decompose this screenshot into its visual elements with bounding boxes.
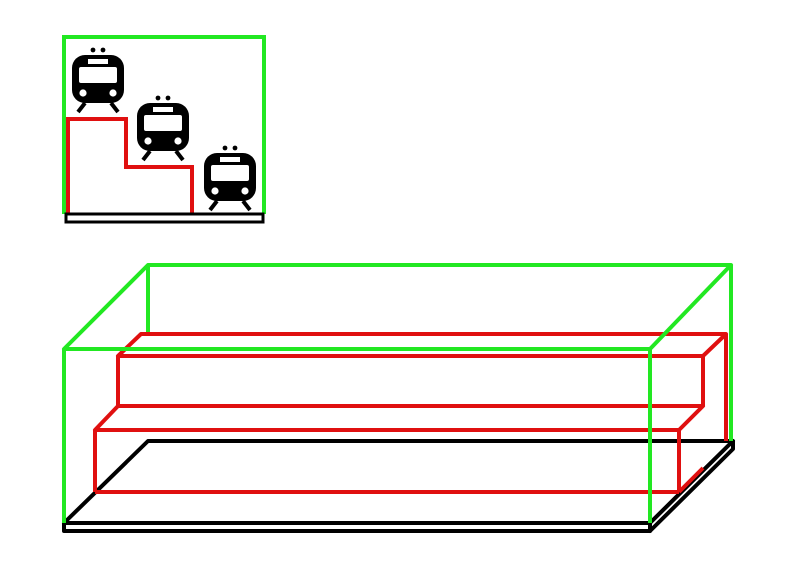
step-profile: [66, 117, 194, 214]
envelope-back-edges: [146, 265, 733, 441]
side-view-inset: [62, 35, 266, 224]
stepped-block: [93, 332, 728, 494]
envelope-outline: [62, 35, 266, 214]
base-slab: [62, 439, 735, 533]
train-icon: [135, 93, 191, 162]
platform-base: [64, 212, 265, 224]
train-icon: [202, 143, 258, 212]
perspective-view: [62, 263, 735, 533]
train-icon: [70, 45, 126, 114]
envelope-box: [62, 263, 733, 523]
